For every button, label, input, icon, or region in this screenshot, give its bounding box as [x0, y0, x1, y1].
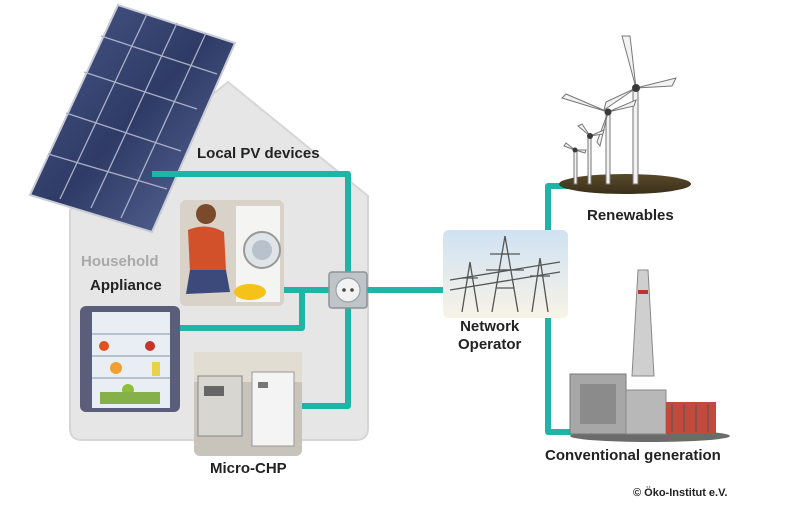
connection-lines	[152, 171, 572, 435]
power-plant-icon	[569, 269, 730, 442]
solar-panel-icon	[28, 3, 237, 234]
renewables-label: Renewables	[587, 207, 674, 224]
appliance-label: Appliance	[90, 277, 162, 294]
power-pylon-photo	[443, 230, 568, 318]
washing-machine-photo	[180, 200, 284, 306]
micro-chp-photo	[194, 352, 302, 456]
local-pv-label: Local PV devices	[197, 145, 320, 162]
network-operator-label: Network Operator	[458, 318, 522, 353]
conventional-generation-label: Conventional generation	[545, 447, 721, 464]
household-label: Household	[81, 253, 159, 270]
wind-turbine-icon	[559, 35, 691, 194]
copyright-text: © Öko-Institut e.V.	[633, 487, 728, 499]
socket-icon	[328, 271, 368, 309]
fridge-photo	[80, 306, 180, 412]
micro-chp-label: Micro-CHP	[210, 460, 287, 477]
